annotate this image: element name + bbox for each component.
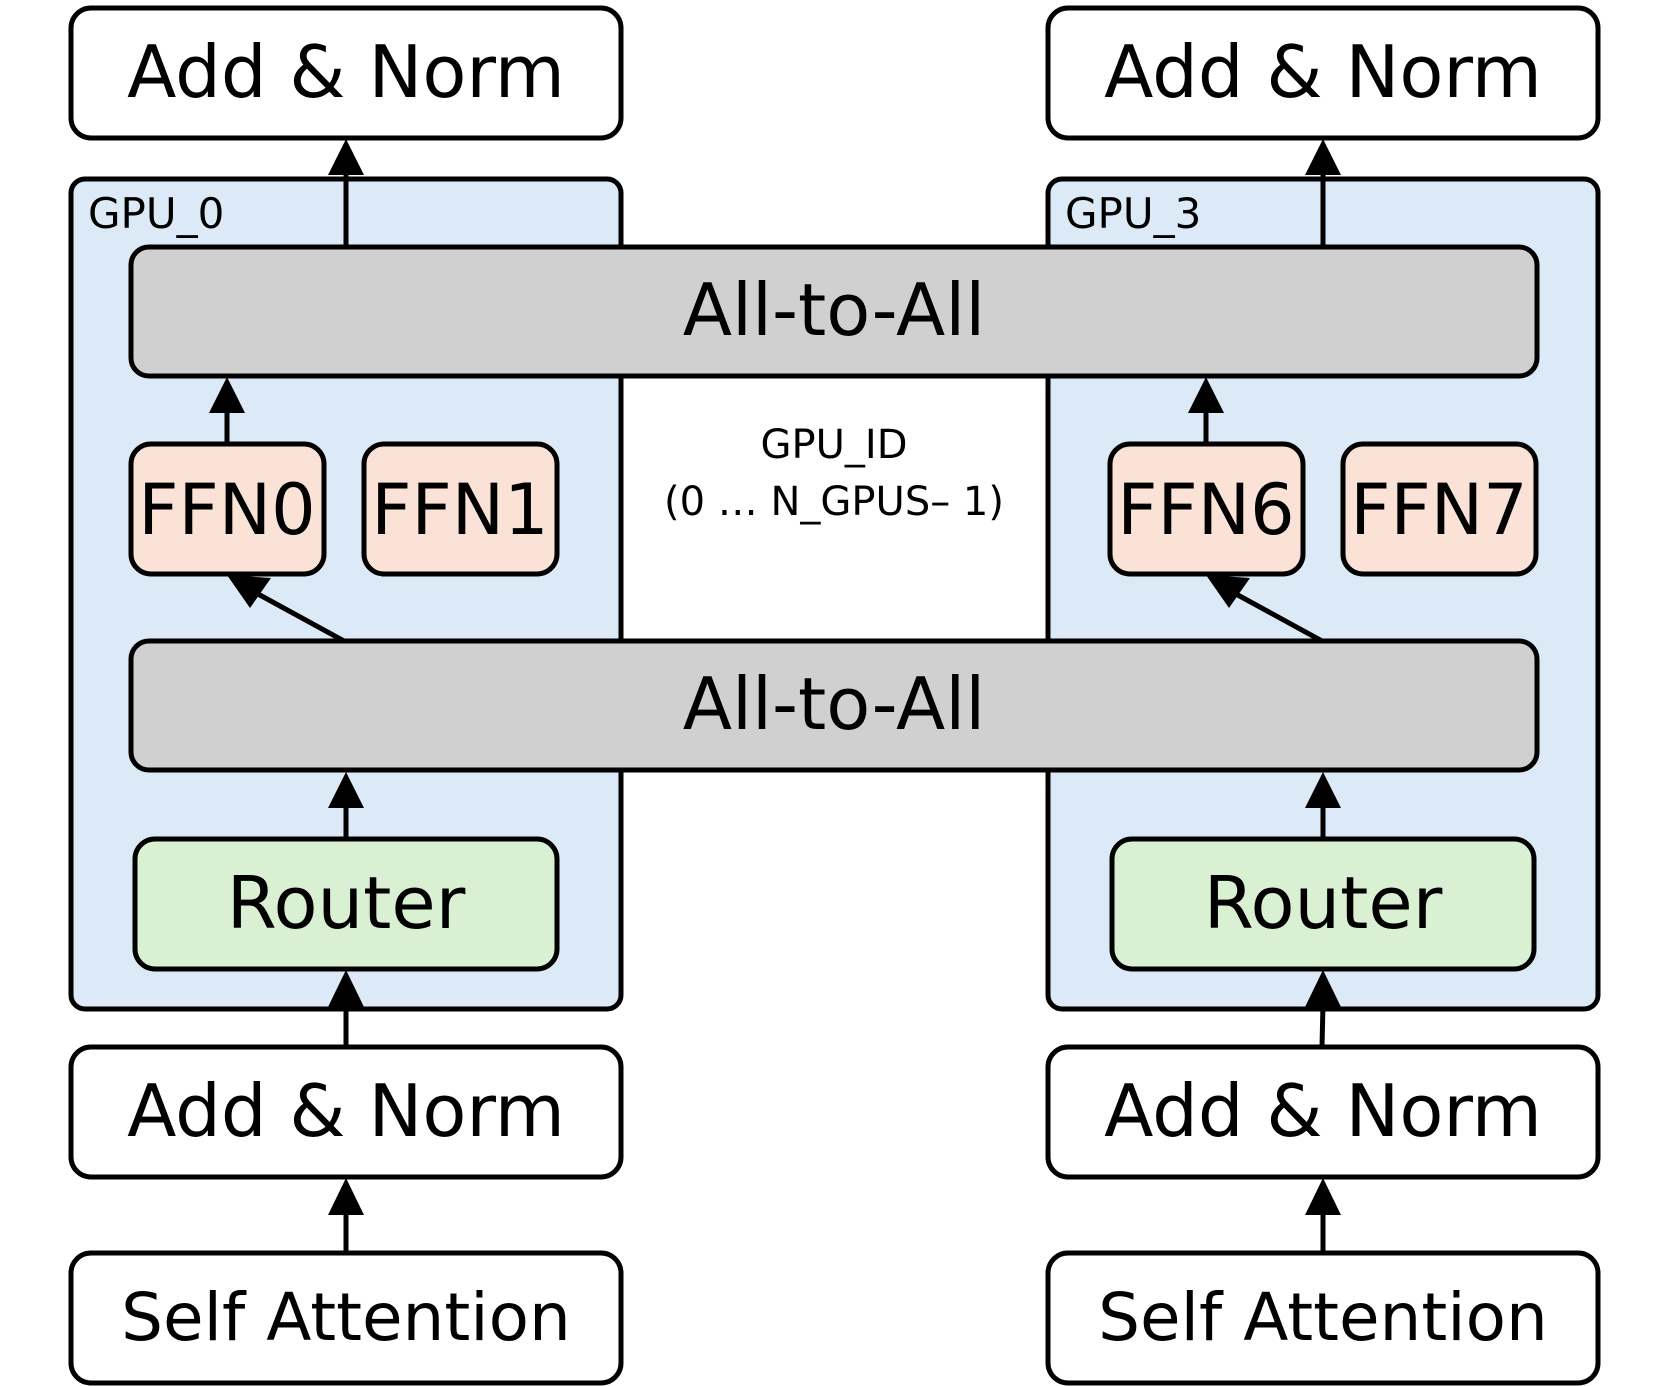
- ffn-right-b: [1340, 441, 1539, 577]
- left-add-norm-top: [68, 5, 624, 141]
- left-router-label: Router: [227, 861, 466, 945]
- arrowhead-right-ffn-to-a2a: [1188, 377, 1224, 413]
- arrowhead-right-router-to-a2a: [1305, 772, 1341, 808]
- right-self-attention-label: Self Attention: [1098, 1279, 1548, 1356]
- gpu-0-label: GPU_0: [88, 189, 224, 238]
- arrow-right-norm-to-router: [1319, 1003, 1326, 1048]
- right-router-label: Router: [1204, 861, 1443, 945]
- all-to-all-bottom-label: All-to-All: [683, 662, 986, 746]
- arrowhead-left-norm-to-router: [328, 970, 364, 1007]
- ffn-left-a-label: FFN0: [138, 469, 315, 551]
- arrowhead-right-a2a-to-norm: [1305, 139, 1341, 175]
- all-to-all-bottom: [128, 638, 1540, 773]
- arrowhead-right-a2a-to-ffn: [1206, 575, 1250, 608]
- ffn-right-b-label: FFN7: [1350, 469, 1527, 551]
- ffn-left-b: [361, 441, 560, 577]
- all-to-all-top-label: All-to-All: [683, 268, 986, 352]
- arrow-left-a2a-to-ffn: [256, 591, 346, 644]
- arrow-right-a2a-to-ffn: [1234, 591, 1324, 644]
- arrowhead-left-a2a-to-ffn: [227, 575, 271, 608]
- right-add-norm-top: [1045, 5, 1601, 141]
- all-to-all-top: [128, 244, 1540, 379]
- arrowhead-right-norm-to-router: [1305, 970, 1341, 1007]
- gpu-3-label: GPU_3: [1065, 189, 1201, 238]
- left-add-norm-top-label: Add & Norm: [127, 30, 565, 114]
- right-add-norm-top-label: Add & Norm: [1104, 30, 1542, 114]
- arrowhead-left-attn-to-norm: [328, 1178, 364, 1215]
- arrowhead-left-ffn-to-a2a: [209, 377, 245, 413]
- left-self-attention-label: Self Attention: [121, 1279, 571, 1356]
- arrowhead-right-attn-to-norm: [1305, 1178, 1341, 1215]
- gpu-id-label: GPU_ID: [761, 422, 908, 468]
- arrowhead-left-a2a-to-norm: [328, 139, 364, 175]
- arrowhead-left-router-to-a2a: [328, 772, 364, 808]
- right-add-norm-bottom-label: Add & Norm: [1104, 1069, 1542, 1153]
- gpu-range-label: (0 … N_GPUS– 1): [664, 479, 1004, 525]
- ffn-right-a-label: FFN6: [1117, 469, 1294, 551]
- left-add-norm-bottom-label: Add & Norm: [127, 1069, 565, 1153]
- ffn-left-b-label: FFN1: [371, 469, 548, 551]
